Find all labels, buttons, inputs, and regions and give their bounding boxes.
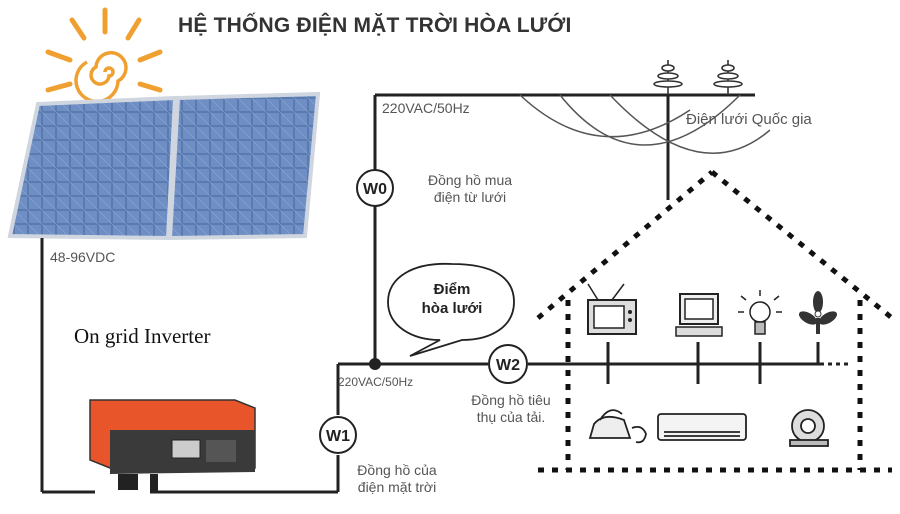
light-bulb-icon <box>738 290 782 335</box>
wiring <box>40 93 820 494</box>
meter-w0-desc-line1: Đồng hồ mua <box>427 172 513 188</box>
diagram-title: HỆ THỐNG ĐIỆN MẶT TRỜI HÒA LƯỚI <box>178 14 572 37</box>
national-grid-label: Điện lưới Quốc gia <box>686 111 812 128</box>
junction-dot <box>369 358 381 370</box>
meter-w0: W0 <box>356 169 394 207</box>
meter-w0-code: W0 <box>363 181 387 198</box>
connection-point-line1: Điểm <box>433 281 471 298</box>
connection-point-bubble <box>387 263 515 357</box>
inverter-label: On grid Inverter <box>74 324 211 348</box>
air-conditioner-icon <box>657 413 747 441</box>
meter-w1-code: W1 <box>326 428 350 445</box>
inverter-icon <box>89 399 256 492</box>
connection-point-label: Điểm hòa lưới <box>392 280 512 318</box>
solar-panel-icon <box>7 91 321 241</box>
meter-w2-desc-line2: thụ của tải. <box>476 409 546 425</box>
house-icon <box>536 170 894 473</box>
power-pole-icon <box>653 60 743 95</box>
computer-icon <box>675 293 723 337</box>
meter-w0-description: Đồng hồ mua điện từ lưới <box>400 172 540 206</box>
grid-lines <box>519 94 771 154</box>
meter-w1-desc-line2: điện mặt trời <box>357 479 437 495</box>
panel-voltage-label: 48-96VDC <box>50 249 116 265</box>
fan-icon <box>798 291 838 334</box>
meter-w0-desc-line2: điện từ lưới <box>433 189 507 205</box>
meter-w2: W2 <box>488 344 528 384</box>
meter-w2-code: W2 <box>496 357 520 374</box>
motor-icon <box>789 409 829 447</box>
meter-w1: W1 <box>319 416 357 454</box>
meter-w2-desc-line1: Đồng hồ tiêu <box>471 392 551 408</box>
meter-w1-desc-line1: Đồng hồ của <box>357 462 437 478</box>
meter-w1-description: Đồng hồ của điện mặt trời <box>332 462 462 496</box>
tv-icon <box>587 283 637 335</box>
grid-voltage-label: 220VAC/50Hz <box>382 100 470 116</box>
junction-voltage-label: 220VAC/50Hz <box>338 375 414 389</box>
meter-w2-description: Đồng hồ tiêu thụ của tải. <box>446 392 576 426</box>
connection-point-line2: hòa lưới <box>421 300 483 317</box>
iron-icon <box>588 409 647 444</box>
